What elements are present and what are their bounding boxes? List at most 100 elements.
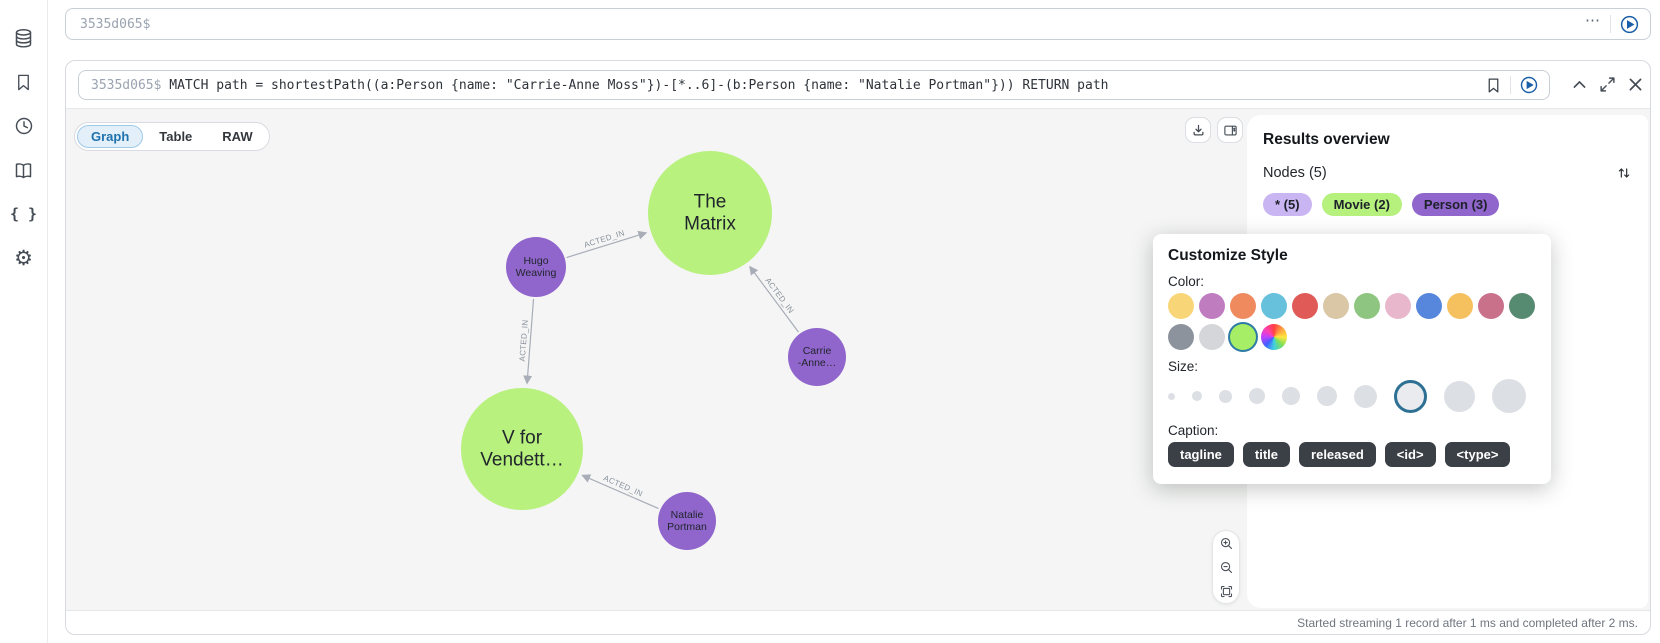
tab-raw[interactable]: RAW: [208, 125, 266, 148]
query-prompt: 3535d065$: [91, 77, 162, 93]
size-option[interactable]: [1317, 386, 1337, 406]
color-swatch[interactable]: [1416, 293, 1442, 319]
color-swatch-row-2: [1168, 324, 1536, 350]
documentation-icon[interactable]: [10, 156, 38, 184]
size-label: Size:: [1168, 359, 1199, 374]
braces-icon[interactable]: { }: [10, 200, 38, 228]
collapse-icon[interactable]: [1571, 76, 1588, 93]
color-swatch[interactable]: [1168, 293, 1194, 319]
color-swatch[interactable]: [1509, 293, 1535, 319]
size-option[interactable]: [1249, 388, 1265, 404]
color-wheel-swatch[interactable]: [1261, 324, 1287, 350]
fit-view-icon[interactable]: [1216, 581, 1236, 601]
node-label-chips: * (5) Movie (2) Person (3): [1263, 193, 1632, 216]
caption-option[interactable]: released: [1299, 442, 1376, 467]
relationship[interactable]: ACTED_IN: [749, 265, 799, 333]
zoom-out-icon[interactable]: [1216, 557, 1236, 577]
query-text[interactable]: 3535d065$ MATCH path = shortestPath((a:P…: [79, 78, 1475, 93]
result-frame: 3535d065$ MATCH path = shortestPath((a:P…: [65, 60, 1651, 635]
relationship-label: ACTED_IN: [602, 474, 644, 499]
query-string: MATCH path = shortestPath((a:Person {nam…: [169, 77, 1109, 93]
caption-option[interactable]: tagline: [1168, 442, 1234, 467]
graph-node-carrie[interactable]: Carrie-Anne…: [788, 328, 846, 386]
node-chip[interactable]: Movie (2): [1321, 193, 1402, 216]
color-swatch[interactable]: [1230, 324, 1256, 350]
frame-status-bar: Started streaming 1 record after 1 ms an…: [66, 612, 1650, 634]
bookmark-icon[interactable]: [10, 68, 38, 96]
command-bar-prompt[interactable]: 3535d065$: [80, 16, 151, 32]
more-options-icon[interactable]: ⋯: [1585, 13, 1602, 32]
color-swatch[interactable]: [1323, 293, 1349, 319]
size-option[interactable]: [1492, 379, 1526, 413]
left-sidebar: { } ⚙: [0, 0, 48, 643]
color-swatch[interactable]: [1447, 293, 1473, 319]
tab-table[interactable]: Table: [145, 125, 206, 148]
caption-option[interactable]: <type>: [1444, 442, 1511, 467]
node-chip[interactable]: Person (3): [1411, 193, 1500, 216]
download-icon[interactable]: [1185, 117, 1211, 143]
relationship[interactable]: ACTED_IN: [566, 228, 648, 259]
node-label: Carrie-Anne…: [798, 345, 837, 369]
query-editor[interactable]: 3535d065$ MATCH path = shortestPath((a:P…: [78, 70, 1550, 100]
size-option[interactable]: [1444, 380, 1475, 412]
caption-option[interactable]: title: [1242, 442, 1291, 467]
fullscreen-icon[interactable]: [1599, 76, 1616, 93]
color-swatch[interactable]: [1478, 293, 1504, 319]
tab-graph[interactable]: Graph: [77, 125, 144, 148]
play-icon[interactable]: [1519, 75, 1539, 95]
nodes-count-label: Nodes (5): [1263, 165, 1327, 181]
history-icon[interactable]: [10, 112, 38, 140]
frame-header: 3535d065$ MATCH path = shortestPath((a:P…: [66, 61, 1650, 108]
color-swatch-row-1: [1168, 293, 1536, 319]
results-overview-title: Results overview: [1263, 131, 1390, 148]
relationship[interactable]: ACTED_IN: [581, 474, 659, 510]
database-icon[interactable]: [10, 24, 38, 52]
side-panel-icon[interactable]: [1217, 117, 1243, 143]
color-swatch[interactable]: [1385, 293, 1411, 319]
editor-actions: [1475, 75, 1549, 95]
size-option[interactable]: [1282, 387, 1300, 405]
color-swatch[interactable]: [1199, 324, 1225, 350]
customize-style-title: Customize Style: [1168, 247, 1288, 264]
settings-icon[interactable]: ⚙: [10, 244, 38, 272]
size-option[interactable]: [1219, 389, 1232, 403]
size-option[interactable]: [1192, 391, 1202, 401]
size-option[interactable]: [1168, 392, 1175, 400]
sort-icon[interactable]: [1616, 165, 1632, 181]
relationship-label: ACTED_IN: [763, 276, 795, 315]
color-swatch[interactable]: [1230, 293, 1256, 319]
color-swatch[interactable]: [1292, 293, 1318, 319]
status-text: Started streaming 1 record after 1 ms an…: [1297, 616, 1638, 630]
color-swatch[interactable]: [1168, 324, 1194, 350]
caption-options-row: tagline title released <id> <type>: [1168, 442, 1536, 467]
close-icon[interactable]: [1627, 76, 1644, 93]
play-icon[interactable]: [1619, 14, 1640, 35]
divider: [1610, 15, 1611, 33]
bookmark-icon[interactable]: [1485, 77, 1502, 94]
command-bar[interactable]: 3535d065$ ⋯: [65, 8, 1651, 40]
node-chip[interactable]: * (5): [1263, 193, 1312, 216]
size-option[interactable]: [1354, 384, 1377, 408]
zoom-in-icon[interactable]: [1216, 533, 1236, 553]
caption-option[interactable]: <id>: [1384, 442, 1436, 467]
color-swatch[interactable]: [1354, 293, 1380, 319]
graph-zoom-controls: [1212, 530, 1240, 604]
color-swatch[interactable]: [1261, 293, 1287, 319]
color-swatch[interactable]: [1199, 293, 1225, 319]
size-option[interactable]: [1394, 379, 1427, 413]
color-label: Color:: [1168, 274, 1205, 289]
caption-label: Caption:: [1168, 423, 1219, 438]
relationship[interactable]: ACTED_IN: [518, 298, 535, 385]
divider: [1510, 76, 1511, 94]
